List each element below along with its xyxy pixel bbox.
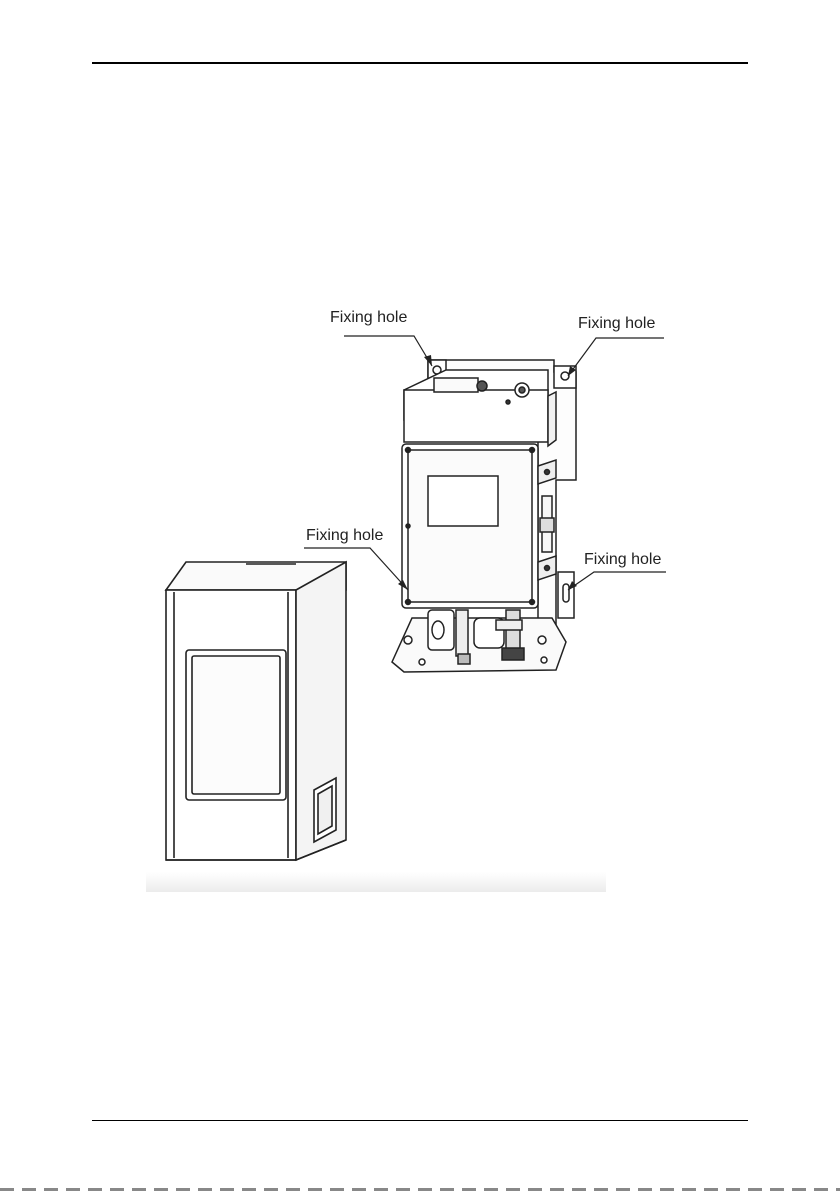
installation-figure: Fixing hole Fixing hole Fixing hole Fixi… [146, 300, 686, 892]
page-edge-dashes [0, 1188, 840, 1191]
header-rule [92, 62, 748, 64]
installation-drawing [146, 300, 686, 892]
footer-rule [92, 1120, 748, 1121]
fixing-hole-label-top-right: Fixing hole [578, 316, 655, 332]
leader-top-right [568, 338, 664, 376]
floor-shadow [146, 872, 606, 892]
protective-cover [166, 562, 346, 860]
leader-mid-right [568, 572, 666, 590]
leader-top-left [344, 336, 432, 366]
instrument-assembly [392, 360, 576, 672]
fixing-hole-label-top-left: Fixing hole [330, 310, 407, 326]
fixing-hole-label-mid-left: Fixing hole [306, 528, 383, 544]
fixing-hole-label-mid-right: Fixing hole [584, 552, 661, 568]
